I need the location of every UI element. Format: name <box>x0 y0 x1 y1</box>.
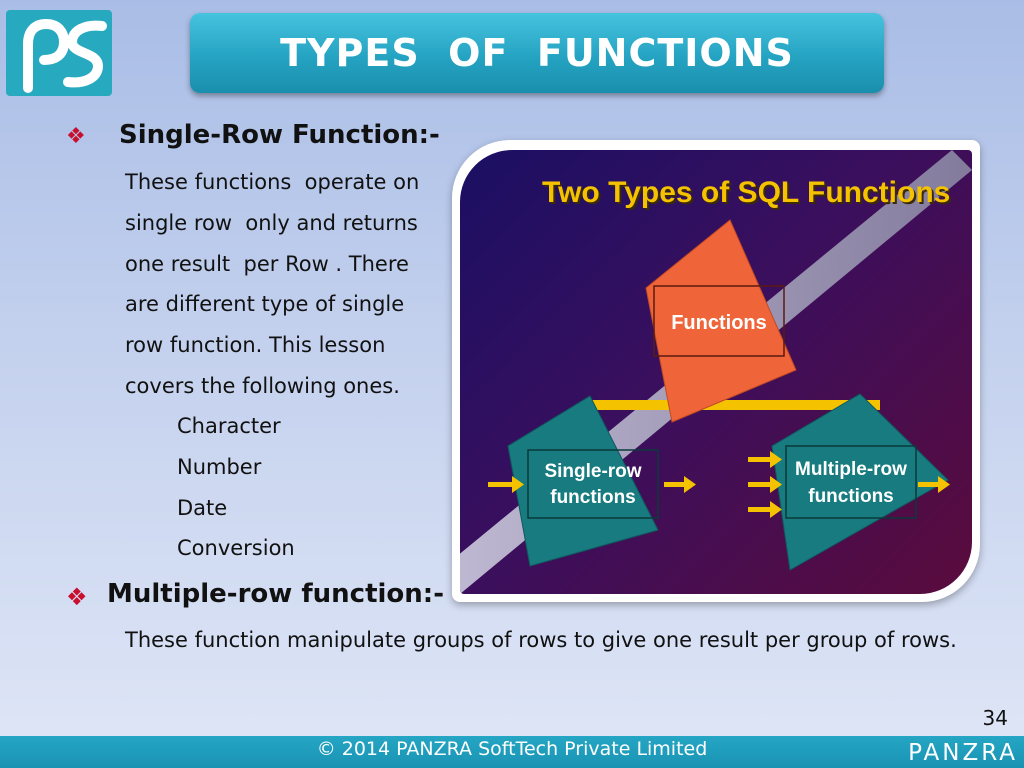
single-row-label-line2: functions <box>550 487 636 508</box>
footer-bar <box>0 736 1024 768</box>
logo-mark-icon <box>23 18 107 93</box>
footer-copyright: © 2014 PANZRA SoftTech Private Limited <box>316 738 708 760</box>
sql-functions-figure: Two Types of SQL Functions Two Types of … <box>452 140 980 602</box>
figure-canvas: Two Types of SQL Functions Two Types of … <box>460 150 972 594</box>
bullet-diamond-icon: ❖ <box>66 124 86 149</box>
multiple-row-shape <box>771 393 949 571</box>
list-item: Character <box>177 414 281 438</box>
functions-shape <box>645 219 797 423</box>
section-heading-single-row: Single-Row Function:- <box>119 120 440 150</box>
page-number: 34 <box>982 706 1008 730</box>
description-line: covers the following ones. <box>125 373 400 398</box>
list-item: Conversion <box>177 536 295 561</box>
arrow-right-icon <box>664 476 696 493</box>
figure-diagram: Two Types of SQL Functions Two Types of … <box>460 150 972 594</box>
description-line: single row only and returns <box>125 210 418 235</box>
panzra-logo <box>6 10 112 96</box>
arrow-right-icon <box>748 476 782 493</box>
arrow-right-icon <box>918 476 950 493</box>
multiple-row-label-line2: functions <box>808 486 894 507</box>
arrow-right-icon <box>748 501 782 518</box>
single-row-description: These functions operate on single row on… <box>125 162 419 407</box>
multiple-row-label-line1: Multiple-row <box>795 459 907 480</box>
multiple-row-description: These function manipulate groups of rows… <box>125 628 957 652</box>
section-heading-multiple-row: Multiple-row function:- <box>107 579 444 609</box>
functions-box <box>653 285 785 357</box>
connector-bar <box>590 400 880 410</box>
brand-wordmark: PANZRA <box>908 740 1018 766</box>
arrow-right-icon <box>748 451 782 468</box>
single-row-box <box>527 449 659 519</box>
function-type-list: Character Number Date Conversion <box>177 406 295 569</box>
list-item: Date <box>177 495 228 520</box>
functions-label: Functions <box>671 312 767 334</box>
title-bar: TYPES OF FUNCTIONS <box>190 13 884 93</box>
list-item: Number <box>177 454 262 479</box>
description-line: are different type of single <box>125 292 405 317</box>
description-line: row function. This lesson <box>125 333 386 358</box>
bullet-diamond-icon: ❖ <box>66 583 88 611</box>
description-line: one result per Row . There <box>125 251 409 276</box>
slide-title: TYPES OF FUNCTIONS <box>280 31 794 75</box>
arrow-right-icon <box>488 476 524 493</box>
multiple-row-box <box>785 445 917 519</box>
single-row-shape <box>507 395 659 567</box>
description-line: These functions operate on <box>125 170 420 194</box>
figure-title: Two Types of SQL Functions <box>542 176 950 209</box>
single-row-label-line1: Single-row <box>544 461 641 482</box>
figure-title-shadow: Two Types of SQL Functions <box>544 178 952 211</box>
